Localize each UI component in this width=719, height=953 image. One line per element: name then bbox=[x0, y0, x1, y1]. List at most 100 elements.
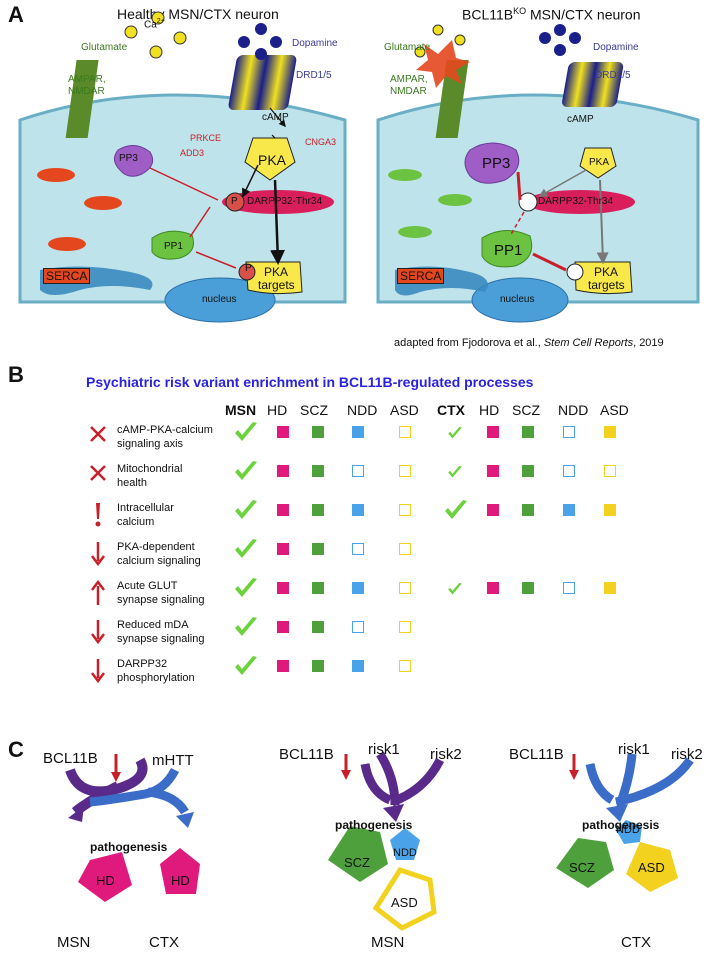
row-4-ctx-scz-square bbox=[522, 582, 534, 594]
row-1-msn-asd-square bbox=[399, 465, 411, 477]
c2-input-risk1: risk1 bbox=[368, 741, 400, 758]
ko-pp3-label: PP3 bbox=[482, 155, 511, 172]
c3-pathogenesis: pathogenesis bbox=[582, 818, 660, 832]
pka-targets-label-1: PKA bbox=[264, 265, 289, 279]
c2-caption: MSN bbox=[371, 934, 405, 951]
c3-caption: CTX bbox=[621, 934, 651, 951]
row-1-label-line2: health bbox=[117, 477, 147, 489]
pp1-label: PP1 bbox=[164, 241, 183, 252]
row-5-label-line2: synapse signaling bbox=[117, 633, 205, 645]
ko-nmdar-label: NMDAR bbox=[390, 86, 427, 97]
row-6-msn-check-icon bbox=[233, 655, 259, 682]
row-1-msn-scz-square bbox=[312, 465, 324, 477]
c3-input-risk2: risk2 bbox=[671, 746, 703, 763]
ko-pp1-label: PP1 bbox=[494, 242, 523, 259]
ko-dopamine-label: Dopamine bbox=[593, 42, 639, 53]
ko-pka-label: PKA bbox=[589, 157, 610, 168]
row-4-up-icon bbox=[88, 579, 108, 611]
c1-caption-2: CTX bbox=[149, 934, 179, 951]
row-5-msn-check-icon bbox=[233, 616, 259, 643]
cnga3-label: CNGA3 bbox=[305, 137, 337, 147]
row-0-msn-asd-square bbox=[399, 426, 411, 438]
dopamine-label: Dopamine bbox=[292, 38, 338, 49]
row-2-msn-scz-square bbox=[312, 504, 324, 516]
row-4-ctx-asd-square bbox=[604, 582, 616, 594]
row-2-ctx-hd-square bbox=[487, 504, 499, 516]
nmdar-label: NMDAR bbox=[68, 86, 105, 97]
glutamate-label: Glutamate bbox=[81, 42, 128, 53]
msn-header: MSN bbox=[225, 402, 257, 418]
row-5-msn-scz-square bbox=[312, 621, 324, 633]
ctx-header: CTX bbox=[437, 402, 465, 418]
row-0-msn-scz-square bbox=[312, 426, 324, 438]
pathogenesis-diagrams bbox=[65, 751, 694, 931]
row-1-msn-hd-square bbox=[277, 465, 289, 477]
pka-targets-label-2: targets bbox=[258, 278, 295, 292]
row-1-ctx-hd-square bbox=[487, 465, 499, 477]
ctx-col-header-asd: ASD bbox=[600, 402, 629, 418]
ctx-col-header-scz: SCZ bbox=[512, 402, 540, 418]
row-4-msn-asd-square bbox=[399, 582, 411, 594]
row-6-label-line1: DARPP32 bbox=[117, 658, 168, 670]
c3-shape-label-asd: ASD bbox=[638, 860, 665, 875]
row-0-msn-ndd-square bbox=[352, 426, 364, 438]
row-1-ctx-scz-square bbox=[522, 465, 534, 477]
ampar-nmdar-receptor bbox=[65, 60, 99, 138]
row-1-msn-ndd-square bbox=[352, 465, 364, 477]
asd-shape-ctx bbox=[626, 842, 678, 892]
hd-shape-msn bbox=[78, 852, 132, 902]
row-0-ctx-scz-square bbox=[522, 426, 534, 438]
row-1-label-line1: Mitochondrial bbox=[117, 463, 183, 475]
row-0-label-line2: signaling axis bbox=[117, 438, 184, 450]
c2-pathogenesis: pathogenesis bbox=[335, 818, 413, 832]
asd-shape-msn bbox=[372, 867, 437, 931]
knockout-neuron-title: BCL11BKO MSN/CTX neuron bbox=[462, 6, 641, 23]
c1-caption-1: MSN bbox=[57, 934, 91, 951]
ctx-col-header-hd: HD bbox=[479, 402, 500, 418]
ko-serca-label: SERCA bbox=[397, 268, 445, 284]
panel-b-letter: B bbox=[8, 362, 24, 387]
row-5-msn-asd-square bbox=[399, 621, 411, 633]
hd-shape-ctx bbox=[160, 848, 200, 894]
row-2-ctx-check-icon bbox=[443, 499, 469, 526]
row-4-ctx-hd-square bbox=[487, 582, 499, 594]
ko-ampar-label: AMPAR, bbox=[390, 74, 428, 85]
add3-label: ADD3 bbox=[180, 148, 205, 158]
ampar-label: AMPAR, bbox=[68, 74, 106, 85]
ctx-col-header-ndd: NDD bbox=[558, 402, 589, 418]
table-title: Psychiatric risk variant enrichment in B… bbox=[86, 374, 534, 390]
ndd-shape-ctx bbox=[616, 820, 642, 844]
serca-label: SERCA bbox=[43, 268, 91, 284]
row-3-down-icon bbox=[88, 541, 108, 572]
row-4-label-line1: Acute GLUT bbox=[117, 580, 178, 592]
c2-input-risk2: risk2 bbox=[430, 746, 462, 763]
drd-receptor bbox=[228, 55, 297, 110]
row-5-msn-ndd-square bbox=[352, 621, 364, 633]
prkce-label: PRKCE bbox=[190, 133, 222, 143]
darpp-label: DARPP32-Thr34 bbox=[247, 196, 323, 207]
row-3-msn-hd-square bbox=[277, 543, 289, 555]
row-5-msn-hd-square bbox=[277, 621, 289, 633]
neuron-diagrams bbox=[18, 11, 700, 323]
row-0-ctx-ndd-square bbox=[563, 426, 575, 438]
pp3-label: PP3 bbox=[119, 153, 138, 164]
nucleus-label: nucleus bbox=[202, 294, 237, 305]
row-4-msn-ndd-square bbox=[352, 582, 364, 594]
row-6-label-line2: phosphorylation bbox=[117, 672, 195, 684]
row-0-label-line1: cAMP-PKA-calcium bbox=[117, 424, 213, 436]
row-3-label-line2: calcium signaling bbox=[117, 555, 201, 567]
row-2-msn-asd-square bbox=[399, 504, 411, 516]
scz-shape-msn bbox=[328, 826, 388, 882]
c3-input-bcl11b: BCL11B bbox=[509, 746, 564, 763]
row-0-msn-hd-square bbox=[277, 426, 289, 438]
citation: adapted from Fjodorova et al., Stem Cell… bbox=[394, 337, 664, 349]
ca-label: Ca2+ bbox=[144, 18, 165, 31]
c2-shape-label-ndd: NDD bbox=[393, 847, 417, 859]
ko-pka-targets-label-1: PKA bbox=[594, 265, 619, 279]
row-4-msn-check-icon bbox=[233, 577, 259, 604]
row-4-ctx-ndd-square bbox=[563, 582, 575, 594]
c3-shape-label-ndd: NDD bbox=[616, 824, 640, 836]
pka-label: PKA bbox=[258, 152, 287, 168]
row-2-ctx-ndd-square bbox=[563, 504, 575, 516]
row-1-msn-check-icon bbox=[233, 460, 259, 487]
